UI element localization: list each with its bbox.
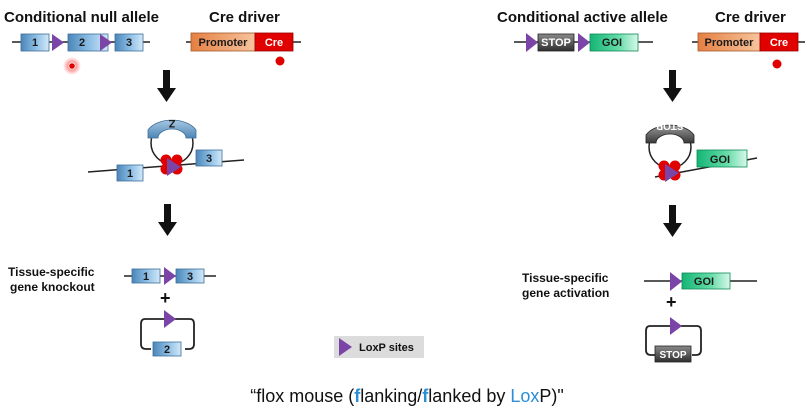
goi-label: GOI xyxy=(694,276,714,288)
down-arrow-icon xyxy=(158,204,177,236)
right-allele-title: Conditional active allele xyxy=(497,9,668,26)
caption-part: lanked by xyxy=(428,386,510,406)
stop-label-inverted: STOP xyxy=(656,120,683,131)
cre-protein-icon xyxy=(772,59,782,69)
legend-loxp: LoxP sites xyxy=(334,336,424,358)
cre-label: Cre xyxy=(265,37,283,49)
plus-sign: + xyxy=(666,292,677,312)
cre-box xyxy=(254,32,294,52)
legend-box xyxy=(334,336,424,358)
goi-label: GOI xyxy=(710,154,730,166)
stop-looped xyxy=(645,124,695,144)
caption-highlight-f: f xyxy=(422,386,429,406)
exon-1 xyxy=(20,33,50,52)
left-cre-driver-title: Cre driver xyxy=(209,9,280,26)
activated-allele: GOI xyxy=(644,272,757,291)
exon-3-label: 3 xyxy=(126,37,132,49)
promoter-label: Promoter xyxy=(199,37,249,49)
caption-highlight-lox: Lox xyxy=(510,386,539,406)
caption-part: “flox mouse ( xyxy=(250,386,354,406)
down-arrow-icon xyxy=(157,70,176,102)
loxp-icon xyxy=(164,310,176,328)
loxp-icon xyxy=(339,338,352,356)
right-cre-driver: Promoter Cre xyxy=(692,32,805,69)
cre-box xyxy=(759,32,799,52)
loxp-icon xyxy=(52,34,64,51)
cre-dot-icon xyxy=(68,62,76,70)
exon-2 xyxy=(152,341,182,357)
exon-1-label: 1 xyxy=(32,37,38,49)
exon-3-label: 3 xyxy=(187,271,193,283)
caption: “flox mouse (flanking/flanked by LoxP)" xyxy=(250,386,564,406)
loxp-icon xyxy=(164,267,176,285)
exon-2-label: 2 xyxy=(79,37,85,49)
conditional-active-construct: STOP GOI xyxy=(514,33,653,52)
exon-3 xyxy=(114,33,144,52)
exon-3 xyxy=(195,149,223,167)
left-allele-title: Conditional null allele xyxy=(4,9,159,26)
goi-box xyxy=(696,149,748,168)
loxp-icon xyxy=(665,164,679,182)
loxp-icon xyxy=(670,272,682,291)
goi-label: GOI xyxy=(602,37,622,49)
right-outcome-line2: gene activation xyxy=(522,286,609,300)
exon-3-label: 3 xyxy=(206,153,212,165)
stop-label: STOP xyxy=(659,350,686,361)
exon-1 xyxy=(116,164,144,182)
left-outcome-line1: Tissue-specific xyxy=(8,265,95,279)
caption-part: P)" xyxy=(539,386,563,406)
caption-highlight-f: f xyxy=(354,386,361,406)
excised-circle-stop: STOP xyxy=(645,317,702,363)
stop-label: STOP xyxy=(541,37,571,49)
exon-1-label: 1 xyxy=(127,168,133,180)
loxp-icon xyxy=(578,33,590,52)
loop-letter: Z xyxy=(168,117,175,129)
cre-protein-icon xyxy=(275,56,285,66)
plus-sign: + xyxy=(160,288,171,308)
down-arrow-icon xyxy=(663,205,682,237)
stop-cassette xyxy=(654,345,692,363)
down-arrow-icon xyxy=(663,70,682,102)
right-cre-driver-title: Cre driver xyxy=(715,9,786,26)
loxp-icon xyxy=(100,34,112,51)
exon-1-label: 1 xyxy=(143,271,149,283)
left-outcome-line2: gene knockout xyxy=(10,280,95,294)
goi-box xyxy=(681,272,731,290)
excised-circle-exon2: 2 xyxy=(140,310,195,357)
knockout-allele: 1 3 xyxy=(124,267,216,285)
cre-label: Cre xyxy=(770,37,788,49)
loxp-icon xyxy=(670,317,682,335)
exon-1 xyxy=(131,268,161,284)
exon-3 xyxy=(175,268,205,284)
right-excision-intermediate: GOI STOP xyxy=(645,120,758,182)
left-cre-driver: Promoter Cre xyxy=(186,32,301,66)
caption-part: lanking/ xyxy=(360,386,422,406)
conditional-null-construct: 1 2 3 xyxy=(12,33,150,75)
legend-label: LoxP sites xyxy=(359,342,414,354)
exon-2-label: 2 xyxy=(164,344,170,356)
exon-2-looped xyxy=(147,119,197,139)
left-excision-intermediate: 1 3 Z xyxy=(87,117,245,182)
goi-box xyxy=(589,33,639,52)
promoter-label: Promoter xyxy=(705,37,755,49)
stop-cassette xyxy=(537,33,575,52)
loxp-icon xyxy=(526,33,538,52)
right-outcome-line1: Tissue-specific xyxy=(522,271,609,285)
loxp-icon xyxy=(167,158,181,176)
